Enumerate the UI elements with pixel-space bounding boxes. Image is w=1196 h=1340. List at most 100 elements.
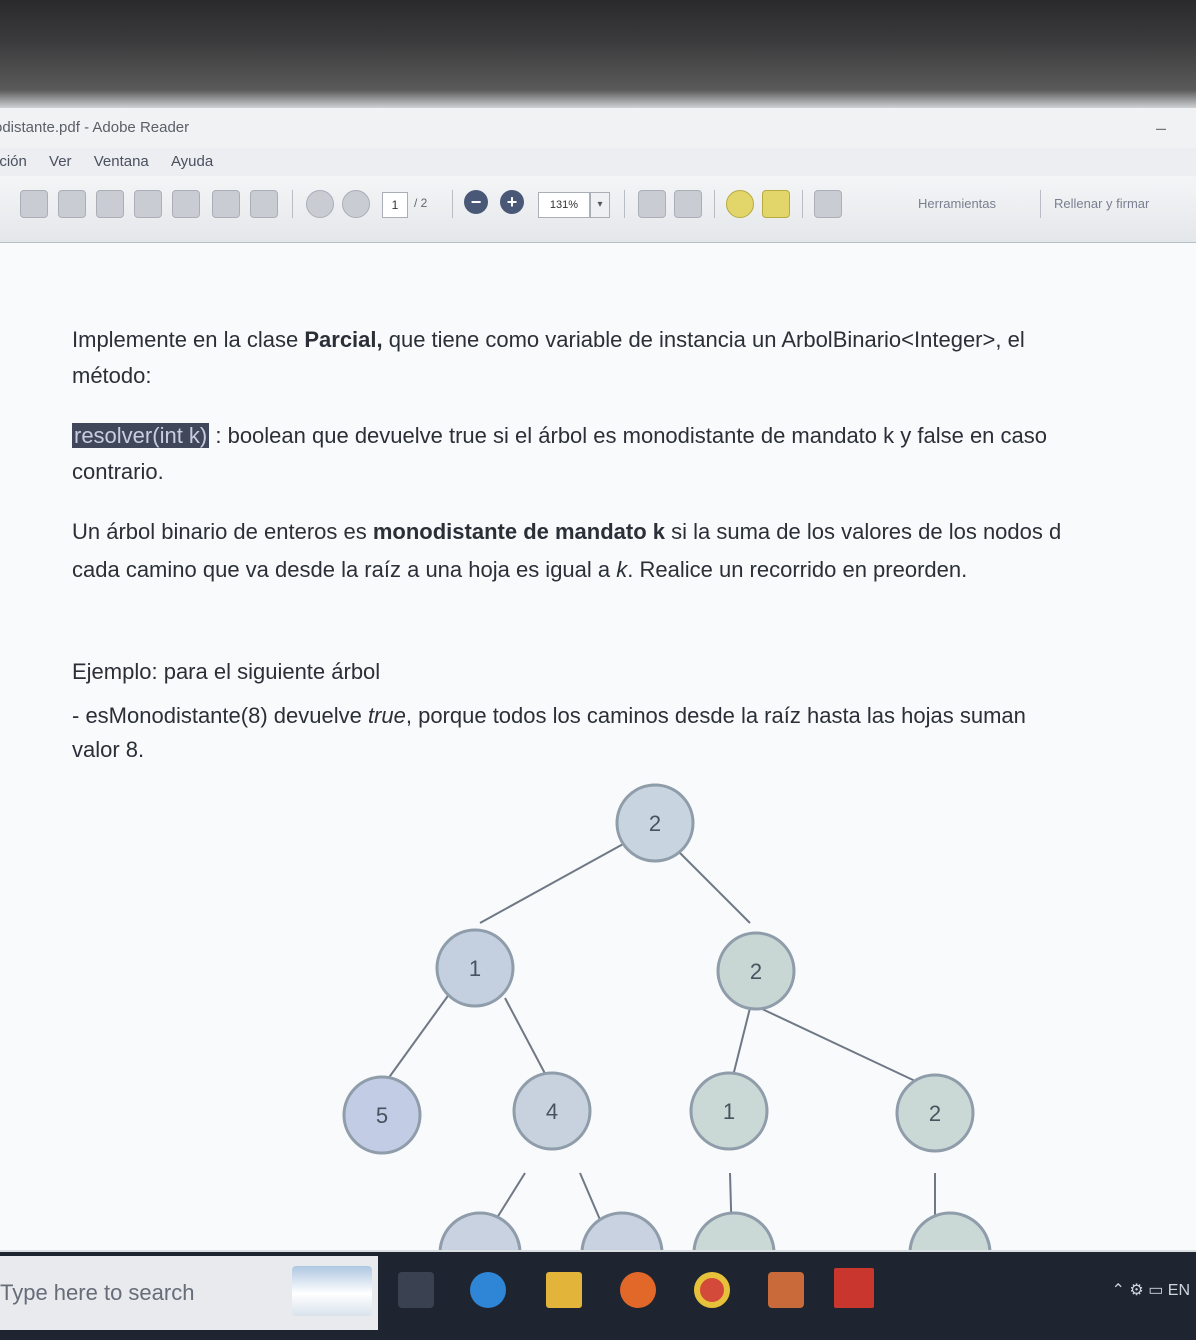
toolbar-divider — [452, 190, 453, 218]
tree-node — [435, 928, 515, 1008]
text: Implemente en la clase — [72, 327, 305, 352]
class-name: Parcial, — [304, 327, 383, 352]
adobe-reader-icon[interactable] — [834, 1268, 874, 1308]
display-icon[interactable]: ▭ — [1148, 1282, 1164, 1299]
taskbar: Type here to search ⌃ ⚙ ▭ EN — [0, 1252, 1196, 1340]
text: si la suma de los valores de los nodos d — [665, 519, 1062, 544]
minimize-button[interactable]: – — [1155, 118, 1166, 138]
binary-tree-diagram: 2 1 2 5 4 1 2 — [342, 783, 992, 1250]
menu-item-edicion[interactable]: ición — [0, 153, 27, 170]
create-pdf-icon[interactable] — [20, 190, 48, 218]
page-down-icon[interactable] — [342, 190, 370, 218]
tree-node-label: 1 — [469, 956, 481, 981]
tree-node-partial — [692, 1211, 776, 1250]
firefox-icon[interactable] — [620, 1272, 656, 1308]
tree-node-label: 4 — [546, 1099, 558, 1124]
tools-tab[interactable]: Herramientas — [918, 196, 997, 211]
edge — [384, 992, 451, 1084]
window-title: odistante.pdf - Adobe Reader — [0, 119, 190, 136]
page-number-input[interactable]: 1 — [382, 192, 408, 218]
text: cada camino que va desde la raíz a una h… — [72, 557, 617, 582]
menu-item-ventana[interactable]: Ventana — [93, 153, 149, 170]
toolbar-divider — [802, 190, 803, 218]
zoom-dropdown-button[interactable]: ▾ — [590, 192, 610, 218]
tree-node-root — [615, 783, 695, 863]
comment-icon[interactable] — [726, 190, 754, 218]
paragraph-1: Implemente en la clase Parcial, que tien… — [72, 323, 1196, 357]
italic-k: k — [616, 557, 628, 582]
print-icon[interactable] — [212, 190, 240, 218]
menu-item-ayuda[interactable]: Ayuda — [170, 153, 214, 170]
search-placeholder: Type here to search — [0, 1280, 195, 1305]
tree-node — [689, 1071, 769, 1151]
example-line-2: valor 8. — [72, 737, 145, 762]
bold-term: monodistante de mandato k — [372, 519, 666, 544]
tree-node — [895, 1073, 975, 1153]
menu-item-ver[interactable]: Ver — [49, 153, 72, 170]
search-highlight-image — [292, 1266, 372, 1316]
window-titlebar: odistante.pdf - Adobe Reader – — [0, 108, 1196, 148]
menubar: ición Ver Ventana Ayuda — [0, 148, 1196, 176]
zoom-in-button[interactable]: + — [500, 190, 524, 214]
zoom-out-button[interactable]: − — [464, 190, 488, 214]
edge — [759, 1007, 931, 1089]
text: que tiene como variable de instancia un … — [382, 327, 1025, 352]
toolbar-divider — [1040, 190, 1041, 218]
save-icon[interactable] — [172, 190, 200, 218]
fit-page-icon[interactable] — [638, 190, 666, 218]
tree-node-label: 2 — [750, 959, 762, 984]
paragraph-2-line-2: contrario. — [72, 459, 164, 484]
full-screen-icon[interactable] — [674, 190, 702, 218]
edge-browser-icon[interactable] — [470, 1272, 506, 1308]
pdf-page: Implemente en la clase Parcial, que tien… — [0, 243, 1196, 1250]
paragraph-3-line-2: cada camino que va desde la raíz a una h… — [72, 553, 1196, 587]
chrome-icon[interactable] — [694, 1272, 730, 1308]
edge — [504, 997, 551, 1084]
example-title: Ejemplo: para el siguiente árbol — [72, 659, 381, 684]
tree-node — [716, 931, 796, 1011]
tree-node — [342, 1075, 422, 1155]
tree-node-partial — [908, 1211, 992, 1250]
text: . Realice un recorrido en preorden. — [627, 557, 968, 582]
sublime-icon[interactable] — [768, 1272, 804, 1308]
highlight-icon[interactable] — [762, 190, 790, 218]
system-tray: ⌃ ⚙ ▭ EN — [1112, 1280, 1190, 1300]
network-icon[interactable]: ⚙ — [1129, 1282, 1144, 1299]
tree-node — [512, 1071, 592, 1151]
tree-node-partial — [580, 1211, 664, 1250]
tree-node-label: 2 — [649, 811, 661, 836]
page-up-icon[interactable] — [306, 190, 334, 218]
toolbar: 1 / 2 − + 131% ▾ Herramientas Rellenar y… — [0, 176, 1196, 243]
email-icon[interactable] — [250, 190, 278, 218]
page-total: / 2 — [414, 196, 428, 210]
toolbar-divider — [624, 190, 625, 218]
edge — [479, 842, 626, 924]
tree-node-label: 1 — [723, 1099, 735, 1124]
task-view-icon[interactable] — [398, 1272, 434, 1308]
text: : boolean que devuelve true si el árbol … — [209, 423, 1048, 448]
taskbar-search-box[interactable]: Type here to search — [0, 1256, 378, 1330]
text: - esMonodistante(8) devuelve — [72, 703, 368, 728]
paragraph-3: Un árbol binario de enteros es monodista… — [72, 515, 1196, 549]
file-explorer-icon[interactable] — [546, 1272, 582, 1308]
combine-icon[interactable] — [58, 190, 86, 218]
tree-edges — [384, 842, 936, 1250]
paragraph-1-line-2: método: — [72, 363, 152, 388]
selected-method-text[interactable]: resolver(int k) — [72, 423, 210, 448]
example-line: - esMonodistante(8) devuelve true, porqu… — [72, 699, 1196, 733]
chevron-up-icon[interactable]: ⌃ — [1111, 1282, 1125, 1299]
paragraph-2: resolver(int k) : boolean que devuelve t… — [72, 419, 1196, 453]
text: Un árbol binario de enteros es — [72, 519, 373, 544]
cloud-icon[interactable] — [134, 190, 162, 218]
tree-node-label: 5 — [376, 1103, 388, 1128]
italic-true: true — [367, 703, 406, 728]
sign-icon[interactable] — [814, 190, 842, 218]
tree-node-label: 2 — [929, 1101, 941, 1126]
zoom-level-input[interactable]: 131% — [538, 192, 590, 218]
edit-icon[interactable] — [96, 190, 124, 218]
toolbar-divider — [714, 190, 715, 218]
language-indicator[interactable]: EN — [1167, 1282, 1190, 1299]
edge — [679, 852, 751, 924]
fill-sign-tab[interactable]: Rellenar y firmar — [1054, 196, 1150, 211]
